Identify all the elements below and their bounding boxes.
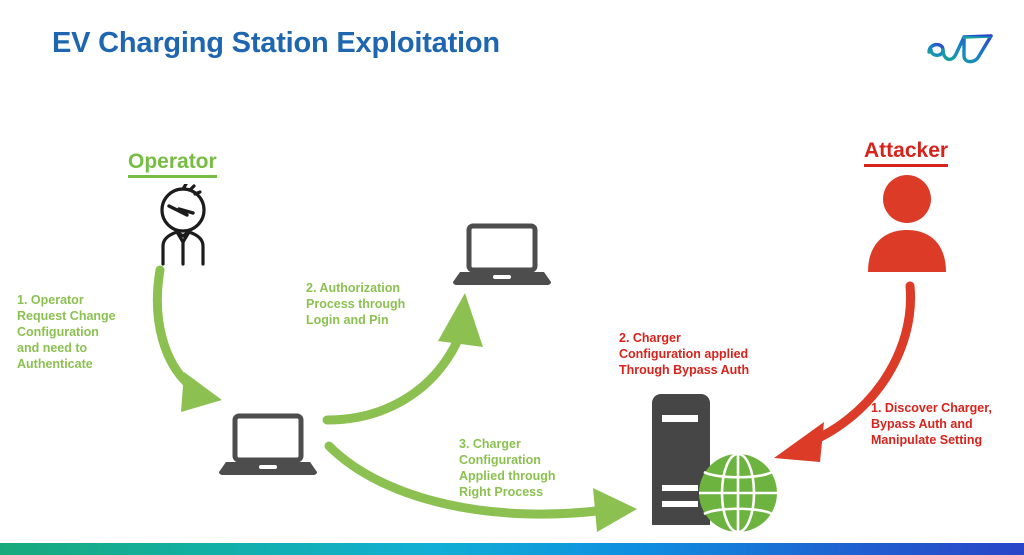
caption-red-step-2: 2. Charger Configuration applied Through… [619, 331, 750, 377]
operator-label: Operator [128, 150, 217, 178]
brand-gradient-bar [0, 543, 1024, 555]
company-wave-logo [925, 30, 997, 70]
caption-green-step-1: 1. Operator Request Change Configuration… [17, 293, 116, 371]
charger-server-icon [646, 393, 781, 535]
person-solid-icon [857, 172, 957, 272]
flow-arrow-green-3 [324, 441, 637, 532]
auth-laptop-icon [452, 222, 552, 287]
flow-arrow-green-2 [322, 293, 483, 425]
caption-green-step-3: 3. Charger Configuration Applied through… [459, 437, 556, 499]
globe-icon [699, 452, 777, 534]
caption-green-step-2: 2. Authorization Process through Login a… [306, 281, 406, 327]
operator-laptop-icon [218, 412, 318, 477]
flow-arrow-green-1 [153, 265, 222, 412]
page-title: EV Charging Station Exploitation [52, 27, 500, 59]
caption-red-step-1: 1. Discover Charger, Bypass Auth and Man… [871, 401, 992, 447]
person-outline-icon [141, 182, 225, 266]
attacker-label: Attacker [864, 139, 949, 167]
flow-arrow-red-1 [774, 281, 916, 462]
